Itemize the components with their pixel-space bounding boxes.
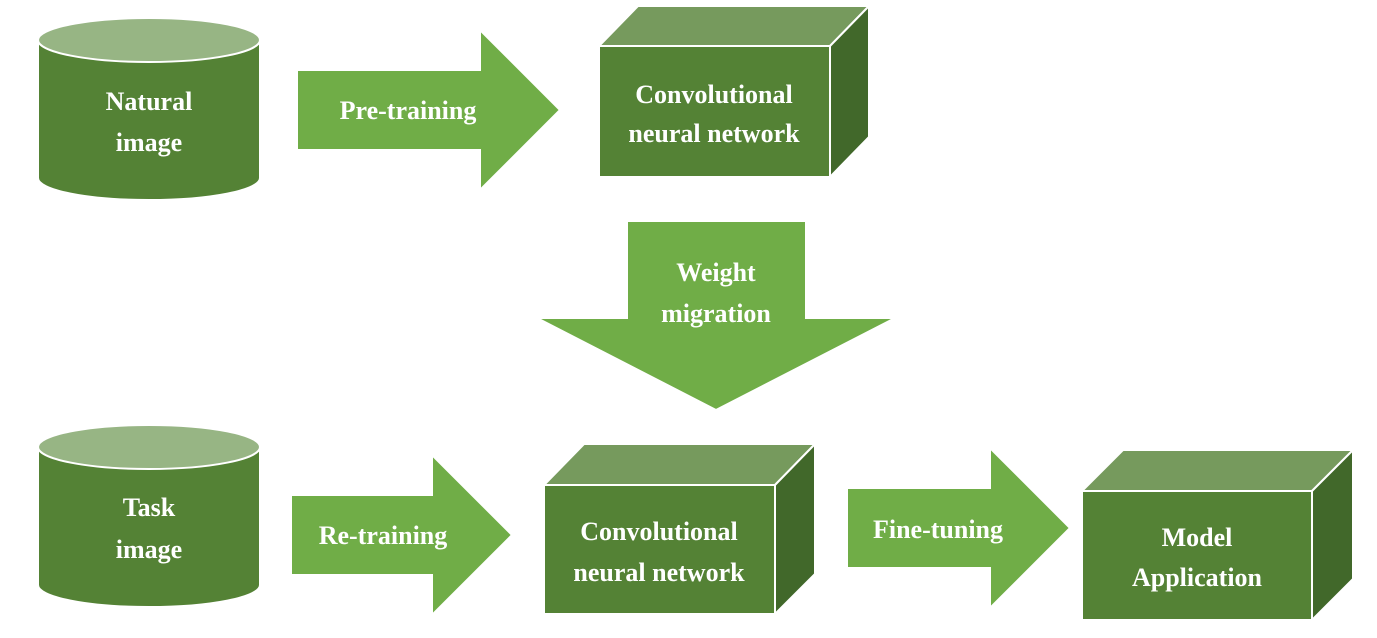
task-image-label-line1: Task [123,493,176,522]
task-image-cylinder: Task image [37,424,261,608]
re-training-label: Re-training [319,521,448,550]
pre-training-arrow: Pre-training [296,27,562,193]
model-application-box: Model Application [1079,447,1356,623]
cnn-pretrain-label-line1: Convolutional [635,80,793,109]
pre-training-label: Pre-training [340,96,477,125]
cnn-retrain-label-line1: Convolutional [580,517,738,546]
cnn-pretrain-label-line2: neural network [628,119,800,148]
fine-tuning-label: Fine-tuning [873,515,1003,544]
model-application-label-line1: Model [1162,523,1233,552]
weight-migration-label-line2: migration [661,299,771,328]
weight-migration-label-line1: Weight [676,258,756,287]
cnn-retrain-label-line2: neural network [573,558,745,587]
re-training-arrow: Re-training [290,452,514,618]
natural-image-label-line1: Natural [106,87,193,116]
fine-tuning-arrow: Fine-tuning [846,445,1072,611]
cnn-pretrain-box: Convolutional neural network [596,3,872,180]
cnn-retrain-box: Convolutional neural network [541,441,818,617]
model-application-label-line2: Application [1132,563,1263,592]
natural-image-cylinder: Natural image [37,17,261,201]
task-image-label-line2: image [116,535,182,564]
weight-migration-arrow: Weight migration [536,220,896,412]
natural-image-label-line2: image [116,128,182,157]
